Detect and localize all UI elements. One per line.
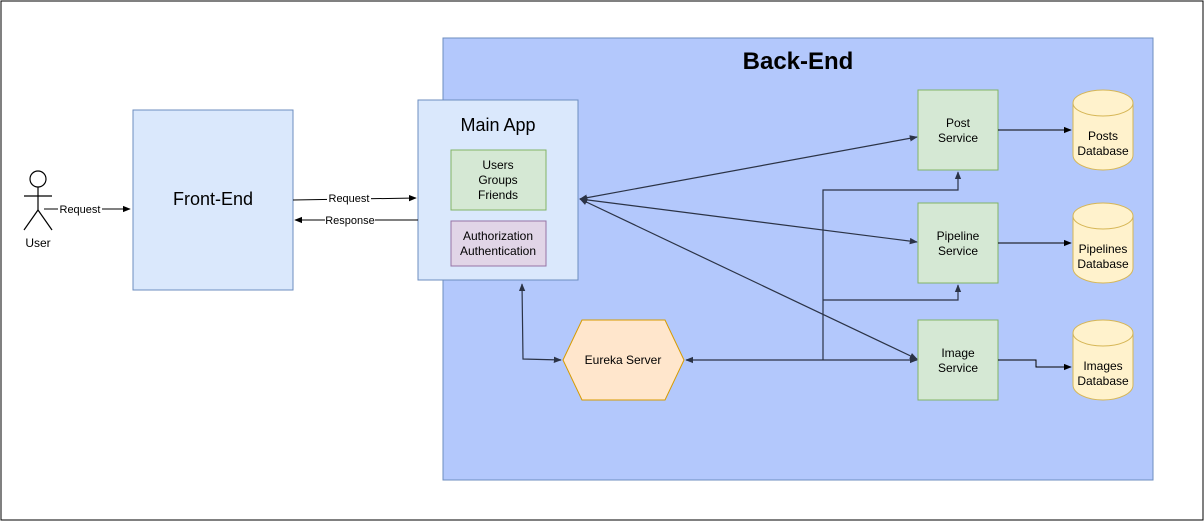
pipelines-database: Pipelines Database <box>1072 202 1134 284</box>
users-groups-friends-box: Users Groups Friends <box>450 149 547 211</box>
posts-db-label-2: Database <box>1077 144 1129 158</box>
eureka-label: Eureka Server <box>585 353 662 367</box>
images-db-label-1: Images <box>1083 359 1122 373</box>
edge-label-request: Request <box>329 193 370 205</box>
edge-eureka-pipeline <box>823 284 962 301</box>
edge-eureka-post <box>822 171 962 360</box>
pipelines-db-label-1: Pipelines <box>1079 242 1128 256</box>
users-label: Users <box>482 158 513 172</box>
posts-db-label-1: Posts <box>1088 129 1118 143</box>
edge-label-bg <box>327 192 371 205</box>
edge-label-bg <box>58 202 102 216</box>
image-service-label-1: Image <box>941 346 975 360</box>
post-service-label-1: Post <box>946 116 971 130</box>
pipeline-service-label-1: Pipeline <box>937 229 980 243</box>
pipelines-db-label-2: Database <box>1077 257 1129 271</box>
post-service-label-2: Service <box>938 131 978 145</box>
edge-image-db <box>998 359 1072 371</box>
edge-label-request-user: Request <box>60 204 101 216</box>
user-label: User <box>25 236 50 250</box>
posts-database: Posts Database <box>1072 89 1134 171</box>
edge-mainapp-image <box>579 198 918 360</box>
images-db-label-2: Database <box>1077 374 1129 388</box>
user-actor <box>23 170 53 231</box>
authentication-label: Authentication <box>460 244 536 258</box>
images-database: Images Database <box>1072 319 1134 401</box>
image-service-box: Image Service <box>917 319 999 401</box>
edge-mainapp-post <box>579 135 918 201</box>
image-service-label-2: Service <box>938 361 978 375</box>
post-service-box: Post Service <box>917 89 999 171</box>
eureka-server-node: Eureka Server <box>562 319 685 401</box>
authorization-label: Authorization <box>463 229 533 243</box>
pipeline-service-label-2: Service <box>938 244 978 258</box>
edge-label-response: Response <box>325 215 375 227</box>
front-end-label: Front-End <box>173 189 253 209</box>
auth-box: Authorization Authentication <box>450 220 547 267</box>
pipeline-service-box: Pipeline Service <box>917 202 999 284</box>
edge-mainapp-eureka <box>518 283 562 364</box>
friends-label: Friends <box>478 188 518 202</box>
backend-title: Back-End <box>743 48 854 75</box>
main-app-title: Main App <box>460 115 535 135</box>
edge-label-bg <box>325 214 375 227</box>
groups-label: Groups <box>478 173 517 187</box>
front-end-box: Front-End <box>132 109 294 291</box>
